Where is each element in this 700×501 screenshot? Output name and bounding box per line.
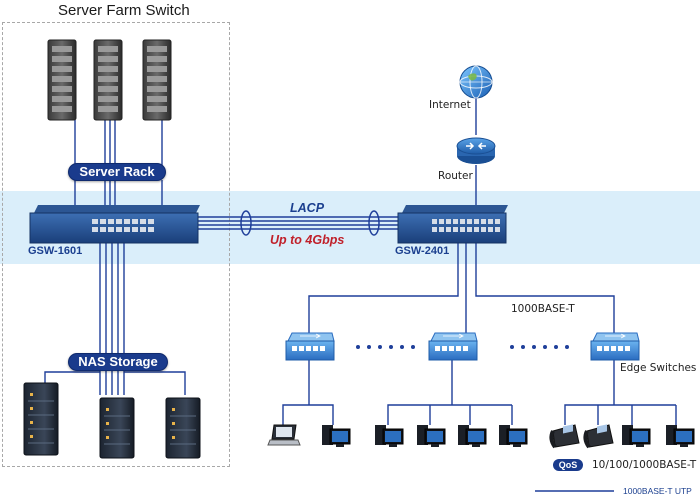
qos-speed-label: 10/100/1000BASE-T <box>592 459 697 471</box>
switch-label-right: GSW-2401 <box>395 245 450 257</box>
server-farm-group <box>2 22 230 467</box>
nas-storage-icon <box>23 382 201 459</box>
switch-label-left: GSW-1601 <box>28 245 83 257</box>
desktop-pc-icon <box>322 425 695 447</box>
globe-icon <box>459 65 493 99</box>
server-rack-icon <box>47 39 172 121</box>
nas-storage-label: NAS Storage <box>68 353 168 371</box>
ip-phone-icon <box>549 424 614 449</box>
legend-label: 1000BASE-T UTP <box>623 486 692 496</box>
edge-switches-label: Edge Switches <box>620 362 697 374</box>
laptop-icon <box>267 424 301 446</box>
uplink-label: 1000BASE-T <box>511 303 575 315</box>
lacp-label: LACP <box>290 201 325 215</box>
ellipsis-dots <box>356 345 569 349</box>
internet-label: Internet <box>429 99 471 111</box>
switch-icon <box>397 205 508 244</box>
cables <box>44 98 677 425</box>
router-label: Router <box>438 170 473 182</box>
edge-switch-icon <box>285 332 640 361</box>
qos-badge: QoS <box>553 459 583 471</box>
speed-label: Up to 4Gbps <box>270 233 345 247</box>
page-title: Server Farm Switch <box>58 2 190 19</box>
server-rack-label: Server Rack <box>68 163 166 181</box>
router-icon <box>456 137 496 164</box>
switch-icon <box>29 205 200 244</box>
